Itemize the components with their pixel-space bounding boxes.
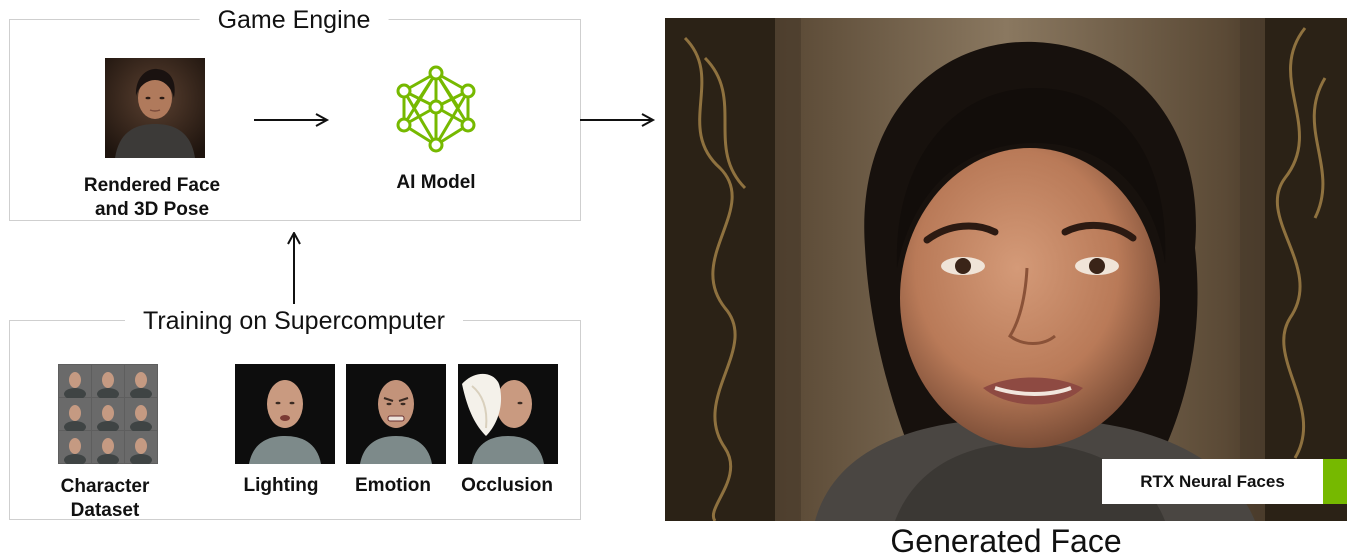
training-title: Training on Supercomputer xyxy=(124,306,464,336)
lighting-label: Lighting xyxy=(243,475,319,496)
ai-model-label: AI Model xyxy=(396,172,476,193)
lighting-image xyxy=(235,364,335,464)
occlusion-image xyxy=(458,364,558,464)
arrow-face-to-model xyxy=(254,113,330,127)
emotion-image xyxy=(346,364,446,464)
badge-accent-bar xyxy=(1323,459,1347,504)
generated-face-caption: Generated Face xyxy=(890,523,1122,559)
dataset-thumb xyxy=(125,398,157,433)
arrow-training-to-engine xyxy=(287,232,301,304)
dataset-thumb xyxy=(59,365,91,400)
arrow-to-output xyxy=(580,113,656,127)
dataset-thumb xyxy=(92,365,124,400)
occlusion-label: Occlusion xyxy=(461,475,553,496)
dataset-thumb xyxy=(59,431,91,464)
dataset-thumb xyxy=(59,398,91,433)
generated-face-image xyxy=(665,18,1347,521)
rendered-face-label: Rendered Face and 3D Pose xyxy=(83,175,221,220)
emotion-label: Emotion xyxy=(355,475,431,496)
rtx-neural-faces-badge: RTX Neural Faces xyxy=(1102,459,1323,504)
dataset-thumb xyxy=(125,365,157,400)
game-engine-title: Game Engine xyxy=(199,5,389,35)
character-dataset-image xyxy=(58,364,158,464)
dataset-thumb xyxy=(92,431,124,464)
dataset-thumb xyxy=(92,398,124,433)
character-dataset-label: Character Dataset xyxy=(60,476,150,521)
dataset-thumb xyxy=(125,431,157,464)
rendered-face-image xyxy=(105,58,205,158)
neural-network-icon xyxy=(394,65,478,155)
